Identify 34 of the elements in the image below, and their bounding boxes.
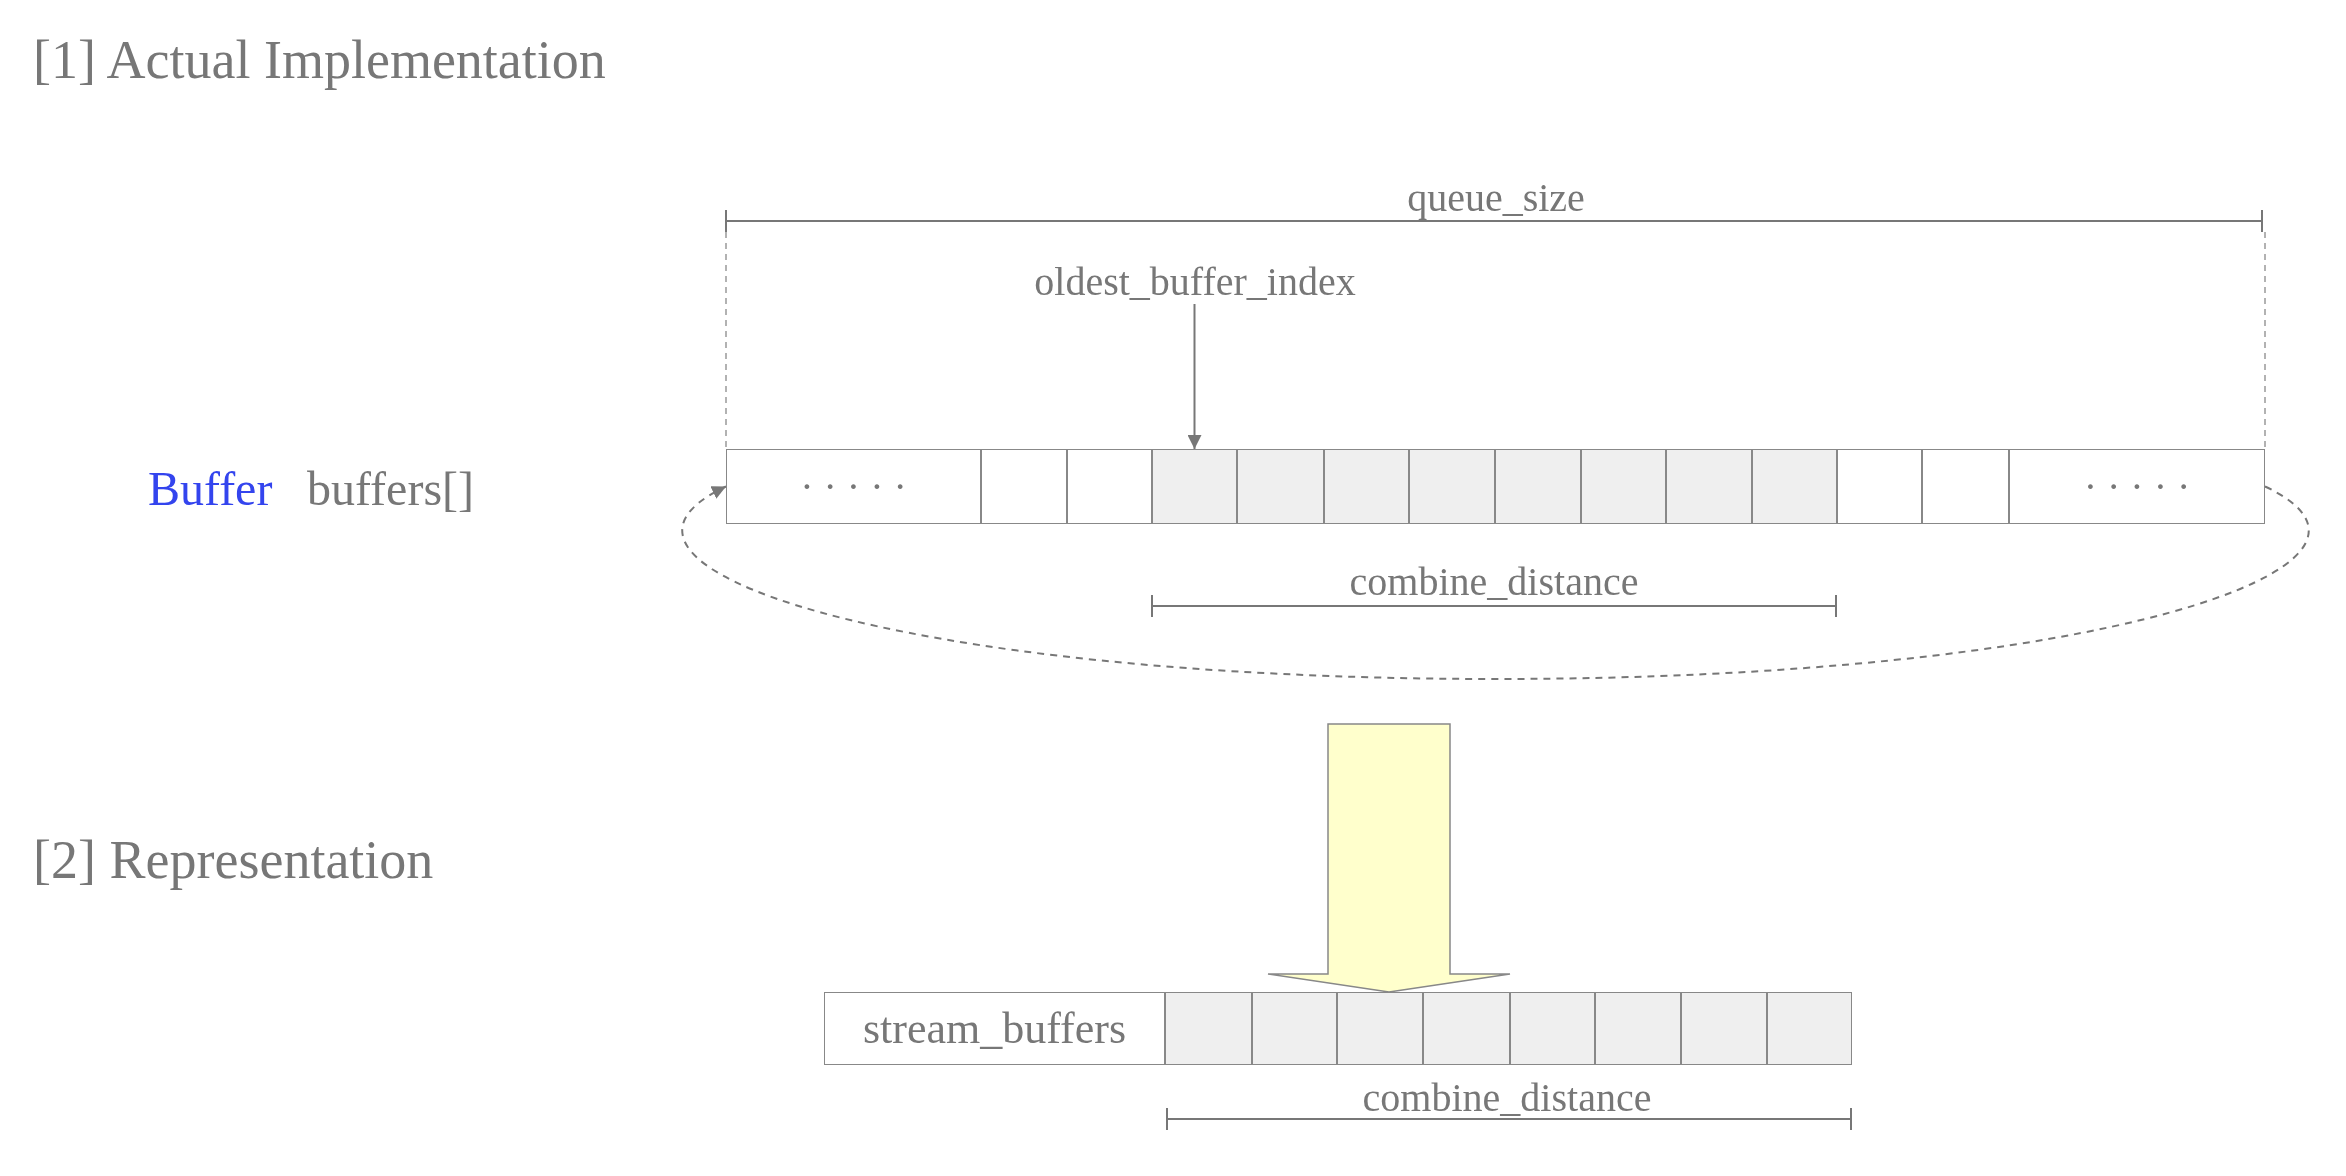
arrow <box>1187 303 1202 450</box>
dimension-label: combine_distance <box>1349 562 1639 602</box>
array-cell <box>1837 449 1922 524</box>
array-cell <box>1510 992 1595 1065</box>
variable-name: buffers[] <box>307 465 475 513</box>
array-cell <box>1666 449 1752 524</box>
array-cell <box>1423 992 1510 1065</box>
type-name: Buffer <box>148 465 273 513</box>
buffer-array <box>726 449 2265 524</box>
array-cell <box>1337 992 1423 1065</box>
array-cell <box>1581 449 1666 524</box>
array-cell <box>1252 992 1337 1065</box>
array-cell <box>1681 992 1767 1065</box>
array-cell <box>1495 449 1581 524</box>
array-cell <box>1409 449 1495 524</box>
array-name-cell: stream_buffers <box>824 992 1165 1065</box>
array-cell <box>1165 992 1252 1065</box>
array-cell <box>1324 449 1409 524</box>
array-cell <box>1922 449 2009 524</box>
buffer-array <box>824 992 1852 1065</box>
array-cell <box>981 449 1067 524</box>
dimension-label: combine_distance <box>1362 1078 1652 1118</box>
array-cell <box>1595 992 1681 1065</box>
array-cell <box>1752 449 1837 524</box>
pointer-label: oldest_buffer_index <box>990 258 1400 304</box>
array-cell <box>1767 992 1852 1065</box>
ellipsis-cell: · · · · · <box>2009 449 2265 524</box>
wraparound-arrow <box>681 485 2310 680</box>
dimension-label: queue_size <box>1407 178 1585 218</box>
array-cell <box>1152 449 1237 524</box>
ellipsis-cell: · · · · · <box>726 449 981 524</box>
block-arrow <box>1267 723 1511 993</box>
array-cell <box>1237 449 1324 524</box>
array-cell <box>1067 449 1152 524</box>
